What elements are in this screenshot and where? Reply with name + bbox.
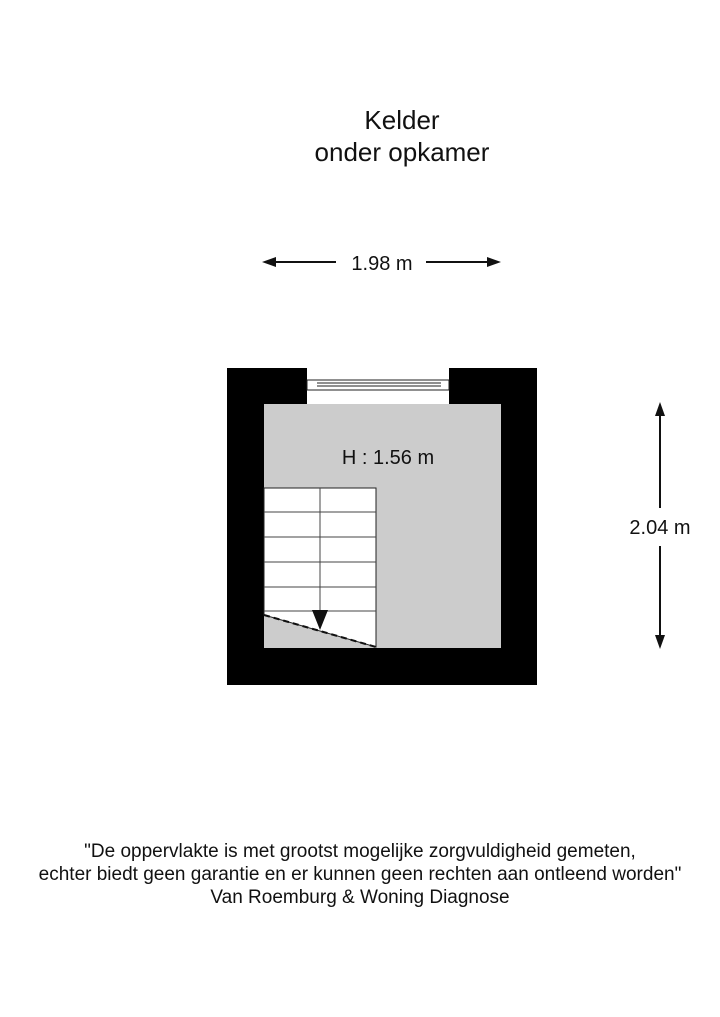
depth-label: 2.04 m xyxy=(629,517,690,539)
disclaimer: "De oppervlakte is met grootst mogelijke… xyxy=(0,840,720,909)
width-dimension: 1.98 m xyxy=(262,253,501,275)
floor-title: Kelder onder opkamer xyxy=(0,104,720,168)
window xyxy=(306,368,450,404)
staircase xyxy=(263,487,377,648)
disclaimer-line3: Van Roemburg & Woning Diagnose xyxy=(210,887,510,908)
depth-arrow-top-icon xyxy=(655,402,665,416)
floor-title-line2: onder opkamer xyxy=(314,137,490,167)
window-frame xyxy=(306,379,450,391)
disclaimer-line1: "De oppervlakte is met grootst mogelijke… xyxy=(84,841,636,862)
width-label: 1.98 m xyxy=(351,253,412,275)
width-arrow-left-icon xyxy=(262,257,276,267)
stair-direction-icon xyxy=(312,610,328,630)
depth-dimension: 2.04 m xyxy=(629,402,691,649)
depth-arrow-bottom-icon xyxy=(655,635,665,649)
floor-title-line1: Kelder xyxy=(364,105,440,135)
height-label: H : 1.56 m xyxy=(342,447,434,469)
disclaimer-line2: echter biedt geen garantie en er kunnen … xyxy=(38,864,682,885)
width-arrow-right-icon xyxy=(487,257,501,267)
